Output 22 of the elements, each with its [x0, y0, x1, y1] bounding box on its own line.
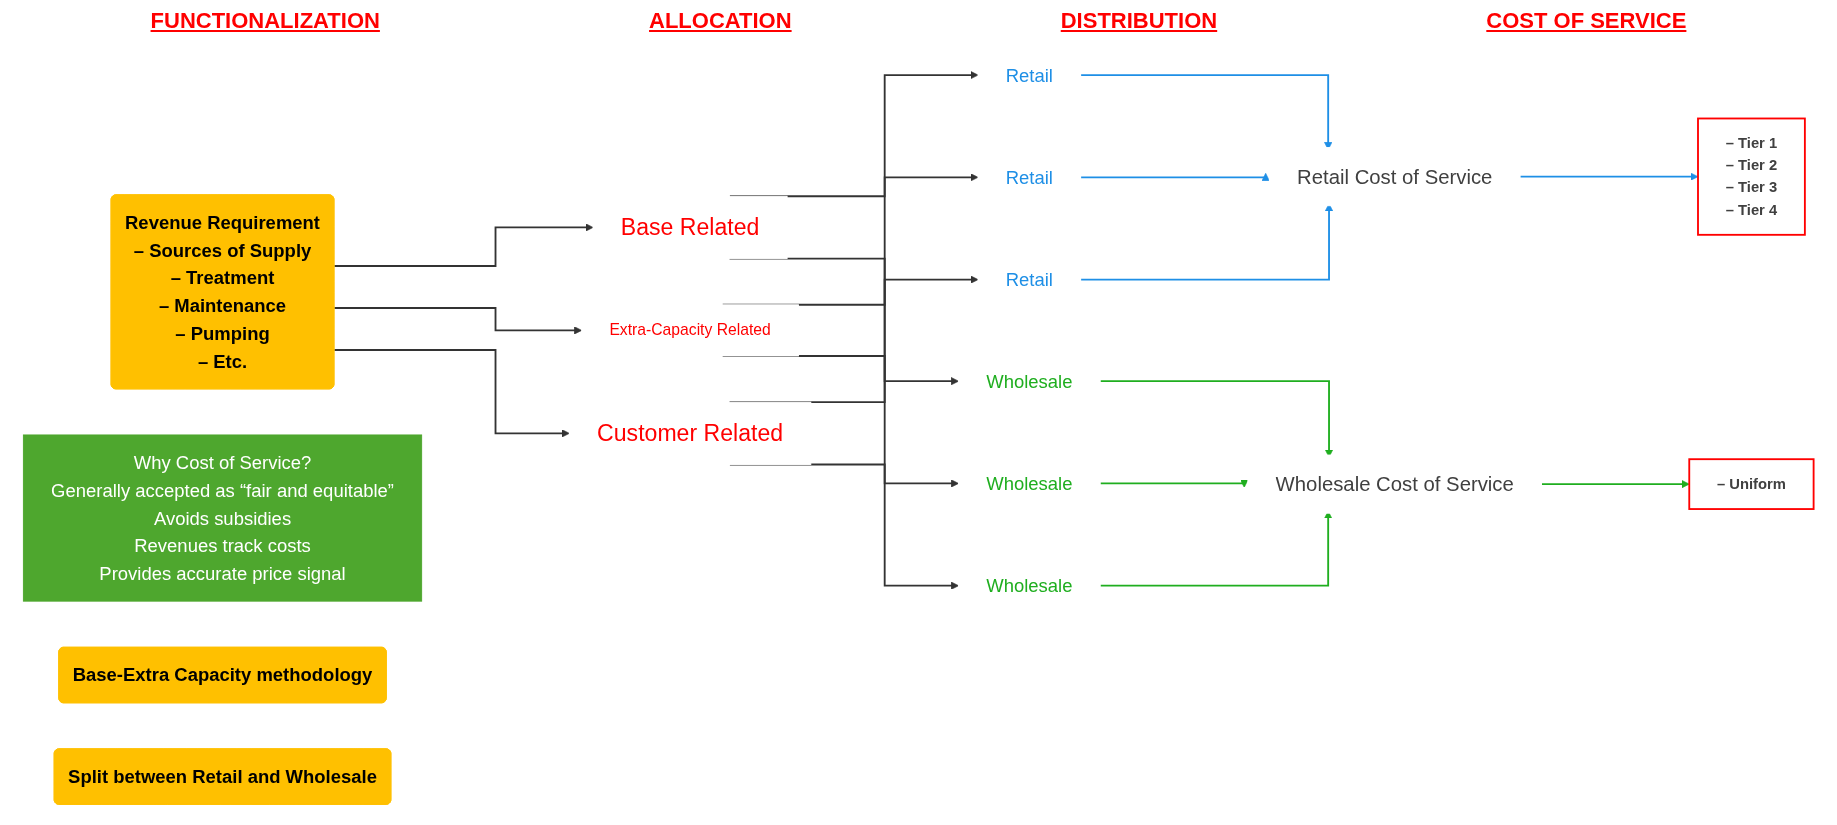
node-text: Wholesale Cost of Service [1275, 472, 1514, 496]
node-box: – Tier 1 – Tier 2 – Tier 3 – Tier 4 [1697, 117, 1806, 236]
arrow [1519, 172, 1699, 181]
node-text: Retail [1005, 269, 1053, 290]
arrow [1540, 479, 1690, 488]
node-text: Wholesale [986, 575, 1073, 596]
column-heading: ALLOCATION [649, 8, 792, 34]
arrow [333, 348, 570, 438]
column-heading: COST OF SERVICE [1486, 8, 1687, 34]
node-text: Retail [1005, 166, 1053, 188]
node-text: Retail [1005, 64, 1053, 85]
column-heading: FUNCTIONALIZATION [150, 8, 380, 34]
arrow [1079, 172, 1270, 181]
node-box: – Uniform [1688, 457, 1815, 510]
node-box: Why Cost of Service? Generally accepted as “fair and equitable” Avoids subsidies Revenues track costs Provides accurate price signal [22, 434, 423, 602]
node-text: Retail Cost of Service [1297, 164, 1493, 188]
arrow [333, 223, 594, 267]
node-text: Wholesale [986, 472, 1073, 494]
arrow [333, 306, 583, 335]
column-heading: DISTRIBUTION [1060, 8, 1218, 34]
arrow [1099, 479, 1249, 488]
node-text: Wholesale [986, 370, 1073, 391]
